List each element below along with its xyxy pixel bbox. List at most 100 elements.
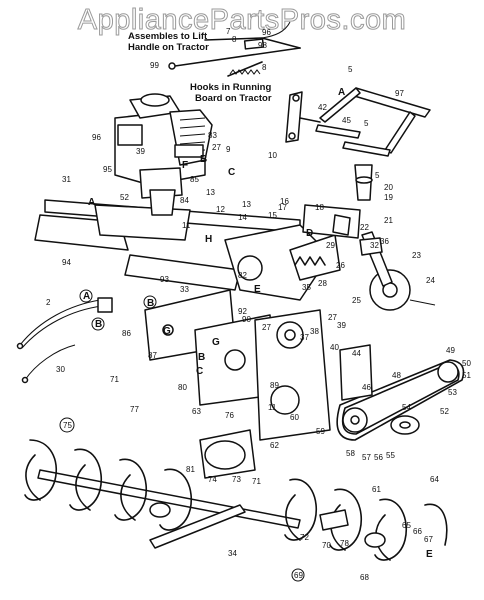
callout-label: B <box>147 298 154 309</box>
callout-label: 19 <box>384 193 393 202</box>
callout-label: B <box>198 352 205 363</box>
callout-label: 24 <box>426 276 435 285</box>
callout-label: 8 <box>232 35 237 44</box>
callout-label: 18 <box>315 203 324 212</box>
callout-label: 89 <box>270 381 279 390</box>
callout-label: 27 <box>262 323 271 332</box>
callout-label: 98 <box>258 41 267 50</box>
callout-label: 68 <box>360 573 369 582</box>
callout-label: 11 <box>182 221 191 230</box>
engine <box>114 93 213 199</box>
callout-label: 67 <box>424 535 433 544</box>
callout-label: 70 <box>322 541 331 550</box>
callout-label: E <box>426 549 433 560</box>
callout-label: 48 <box>392 371 401 380</box>
callout-label: E <box>254 284 261 295</box>
callout-label: 90 <box>242 315 251 324</box>
callout-label: 52 <box>440 407 449 416</box>
callout-label: 9 <box>226 145 231 154</box>
callout-label: 11 <box>268 403 277 412</box>
callout-label: 10 <box>268 151 277 160</box>
callout-label: 37 <box>300 333 309 342</box>
callout-label: 31 <box>62 175 71 184</box>
callout-label: 27 <box>212 143 221 152</box>
callout-label: 66 <box>413 527 422 536</box>
callout-label: 42 <box>318 103 327 112</box>
callout-label: 12 <box>216 205 225 214</box>
callout-label: 33 <box>180 285 189 294</box>
callout-label: 71 <box>110 375 119 384</box>
depth-wheel <box>354 164 436 311</box>
callout-label: 26 <box>336 261 345 270</box>
hitch-frame <box>285 87 431 157</box>
callout-label: 14 <box>238 213 247 222</box>
chain-case <box>144 289 331 441</box>
callout-label: 71 <box>252 477 261 486</box>
callout-label: 23 <box>412 251 421 260</box>
callout-label: 85 <box>190 175 199 184</box>
callout-label: 69 <box>294 571 303 580</box>
callout-label: 56 <box>374 453 383 462</box>
callout-label: 60 <box>290 413 299 422</box>
callout-label: 62 <box>270 441 279 450</box>
callout-label: F <box>182 160 188 171</box>
callout-label: 49 <box>446 346 455 355</box>
callout-label: 45 <box>342 116 351 125</box>
callout-label: 84 <box>180 196 189 205</box>
callout-label: 13 <box>206 188 215 197</box>
hooks-note-line1: Hooks in Running <box>190 82 271 93</box>
callout-label: B <box>200 154 207 165</box>
callout-label: A <box>338 87 345 98</box>
callout-label: 44 <box>352 349 361 358</box>
main-frame <box>34 189 301 291</box>
belt-drive <box>336 344 465 441</box>
callout-label: H <box>205 234 212 245</box>
lift-cable-assembly <box>168 21 301 77</box>
callout-label: 8 <box>262 63 267 72</box>
callout-label: 96 <box>262 28 271 37</box>
callout-label: 28 <box>318 279 327 288</box>
callout-label: 5 <box>348 65 353 74</box>
callout-label: 51 <box>462 371 471 380</box>
hooks-note-line2: Board on Tractor <box>195 93 272 104</box>
callout-label: 39 <box>136 147 145 156</box>
callout-label: 55 <box>386 451 395 460</box>
callout-label: A <box>83 291 90 302</box>
callout-label: 78 <box>340 539 349 548</box>
callout-label: 34 <box>228 549 237 558</box>
callout-label: G <box>163 326 171 337</box>
callout-label: 76 <box>225 411 234 420</box>
callout-label: 77 <box>130 405 139 414</box>
callout-label: 2 <box>46 298 51 307</box>
callout-label: 74 <box>208 475 217 484</box>
circled-callouts <box>59 289 305 582</box>
callout-label: 13 <box>242 200 251 209</box>
lift-note-line1: Assembles to Lift <box>128 31 208 42</box>
wiring-harness <box>16 297 113 384</box>
callout-label: 32 <box>370 241 379 250</box>
callout-label: 5 <box>375 171 380 180</box>
callout-label: 75 <box>63 421 72 430</box>
callout-label: 99 <box>150 61 159 70</box>
callout-label: 58 <box>346 449 355 458</box>
callout-label: 35 <box>302 283 311 292</box>
callout-label: 50 <box>462 359 471 368</box>
callout-label: 65 <box>402 521 411 530</box>
callout-label: 97 <box>395 89 404 98</box>
tine-assembly <box>24 429 448 561</box>
callout-label: A <box>88 197 95 208</box>
callout-label: 39 <box>337 321 346 330</box>
callout-label: 29 <box>326 241 335 250</box>
callout-label: 92 <box>238 307 247 316</box>
callout-label: 16 <box>280 197 289 206</box>
callout-label: 36 <box>380 237 389 246</box>
callout-label: 93 <box>160 275 169 284</box>
callout-label: 27 <box>328 313 337 322</box>
callout-label: 86 <box>122 329 131 338</box>
callout-label: 30 <box>56 365 65 374</box>
callout-label: 96 <box>92 133 101 142</box>
callout-label: 38 <box>310 327 319 336</box>
callout-label: 63 <box>192 407 201 416</box>
callout-label: 73 <box>232 475 241 484</box>
